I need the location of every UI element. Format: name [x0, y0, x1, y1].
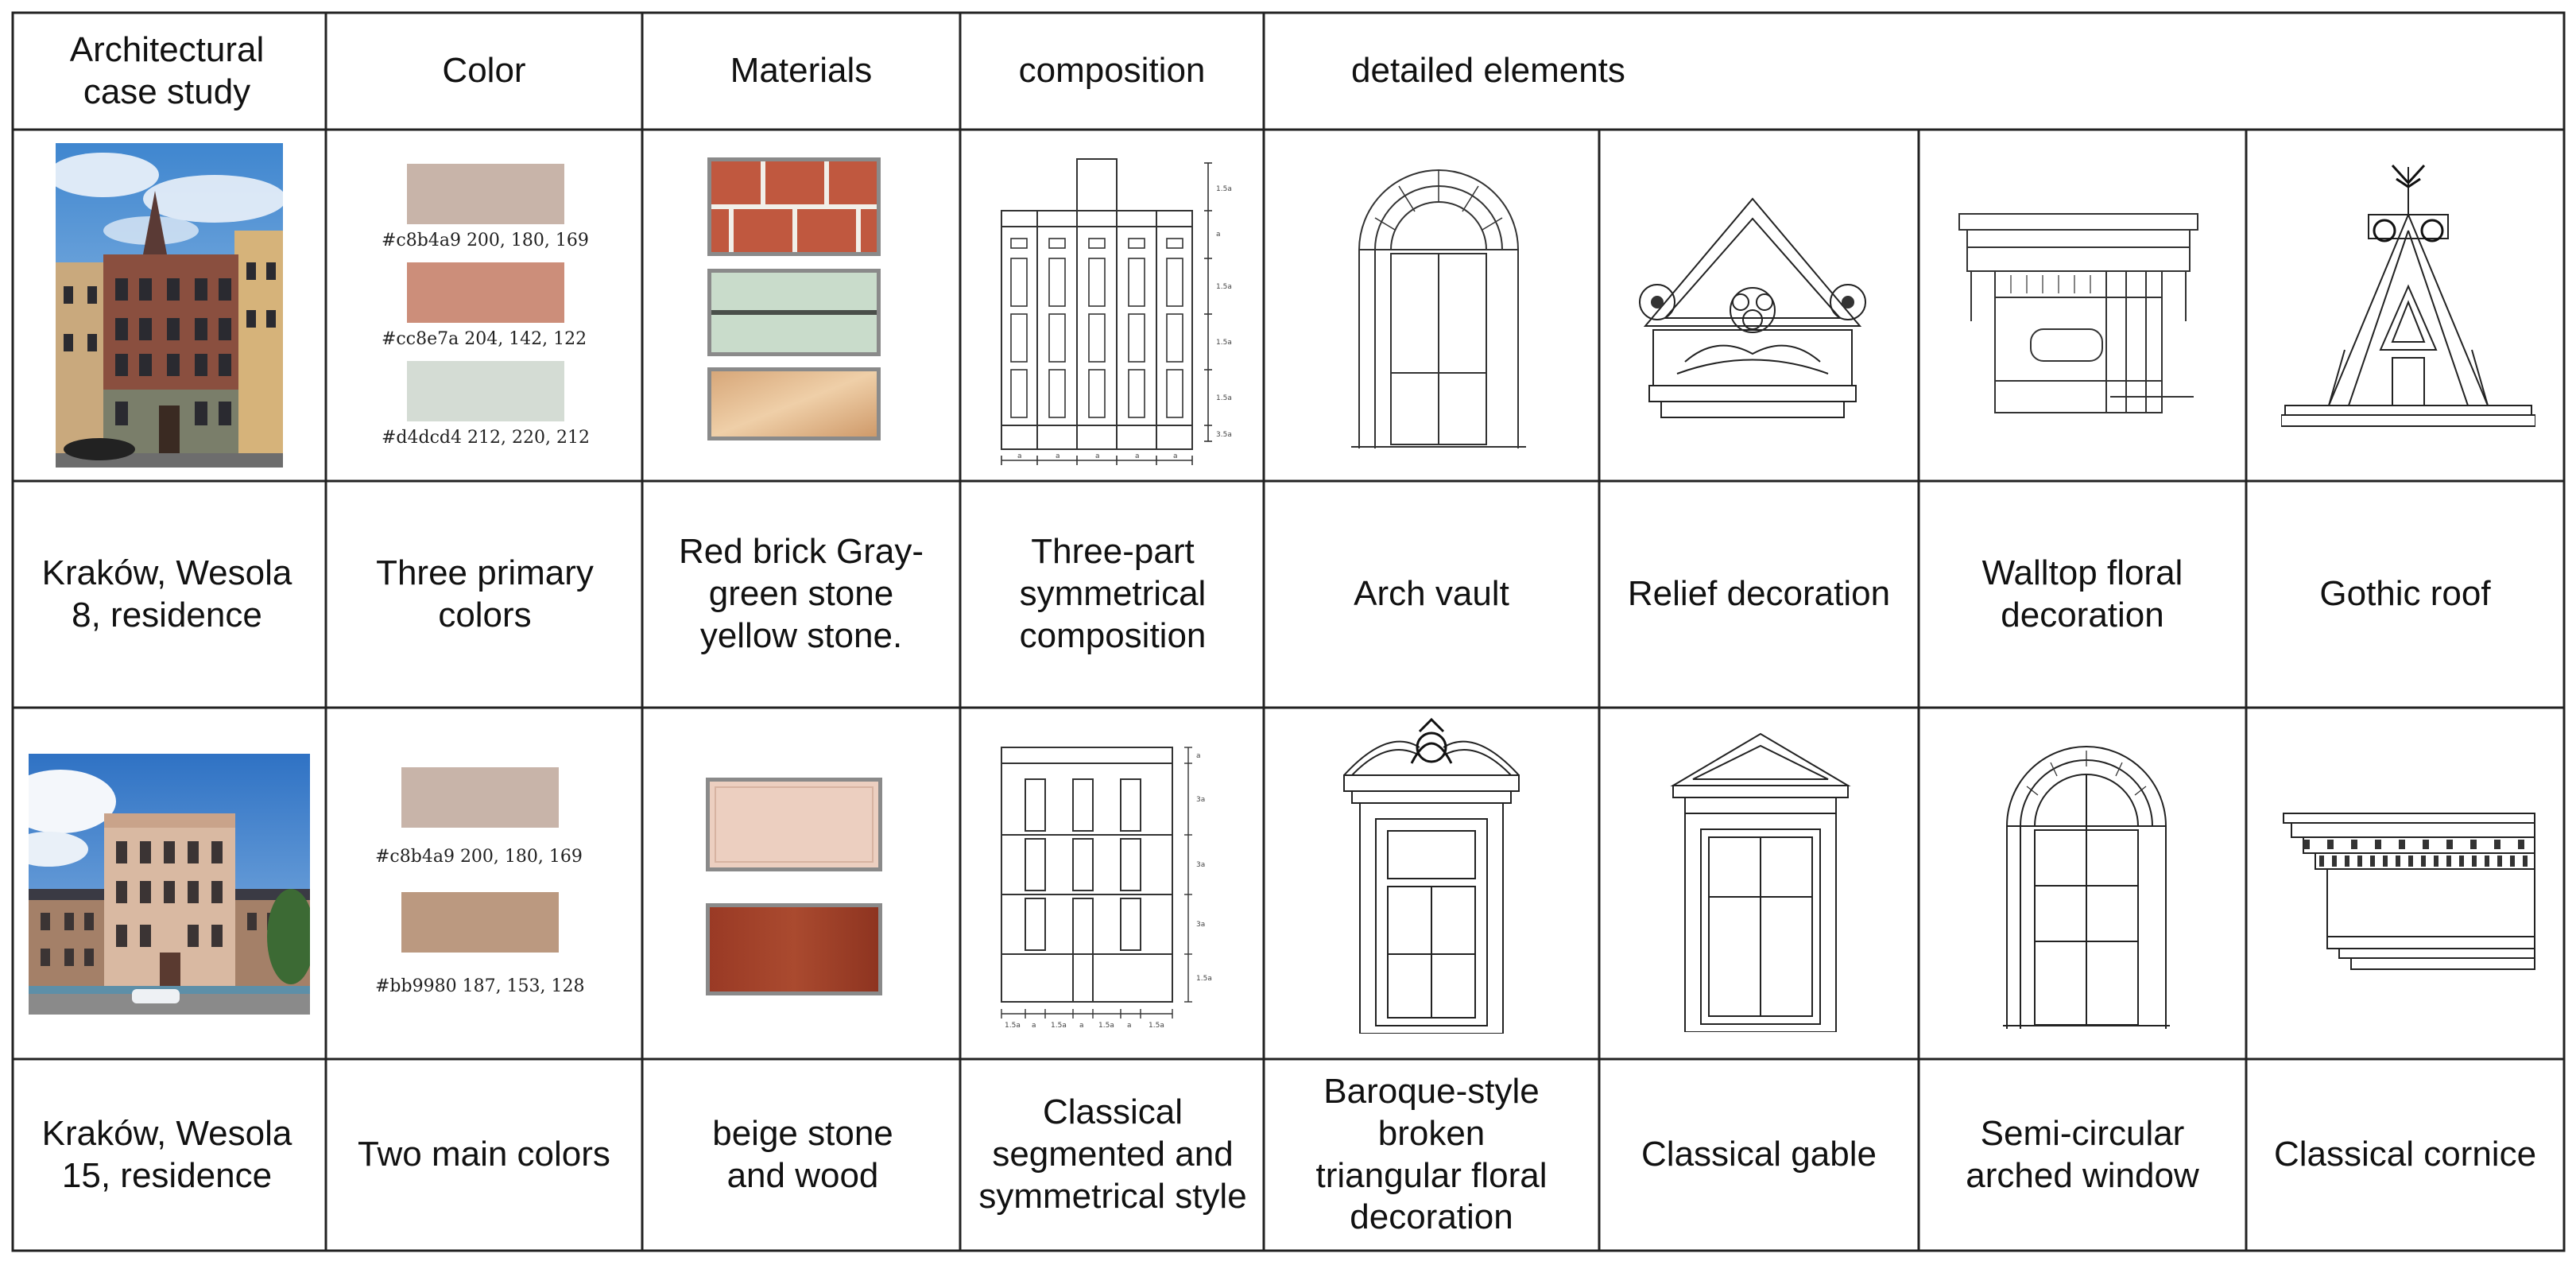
dim-label: 1.5a — [1051, 1022, 1067, 1030]
dim-label: 1.5a — [1196, 975, 1212, 983]
arch-vault-drawing — [1351, 146, 1526, 448]
dim-label: 3a — [1196, 921, 1205, 929]
composition-diagram-segmented: a 3a 3a 3a 1.5a 1.5a a 1.5a a 1.5a a 1.5… — [994, 739, 1240, 1034]
swatch-cc8e7a — [407, 262, 564, 323]
dim-label: 1.5a — [1149, 1022, 1164, 1030]
color-description: Three primary colors — [376, 553, 594, 634]
dim-label: 1.5a — [1216, 394, 1232, 402]
dim-label: 3a — [1196, 796, 1205, 804]
building-photo-wesola-8 — [56, 143, 283, 468]
dim-label: a — [1173, 452, 1178, 460]
detail-label-gothic-roof: Gothic roof — [2319, 574, 2491, 614]
case-label-wesola-15: Kraków, Wesola 15, residence — [41, 1113, 292, 1195]
detail-label-semi-circular-window: Semi-circular arched window — [1966, 1113, 2199, 1195]
swatch-label: #d4dcd4 212, 220, 212 — [382, 428, 590, 448]
semi-circular-arched-window-drawing — [2003, 743, 2170, 1029]
dim-label: 1.5a — [1098, 1022, 1114, 1030]
composition-description: Classical segmented and symmetrical styl… — [978, 1092, 1247, 1216]
header-case-study: Architectural case study — [69, 30, 265, 111]
dim-label: a — [1135, 452, 1140, 460]
header-composition: composition — [1018, 51, 1206, 91]
dim-label: a — [1196, 752, 1201, 760]
dim-label: a — [1017, 452, 1022, 460]
swatch-c8b4a9 — [407, 164, 564, 224]
wood-texture — [706, 903, 882, 995]
swatch-label: #cc8e7a 204, 142, 122 — [382, 329, 587, 349]
swatch-c8b4a9 — [401, 767, 559, 828]
header-materials: Materials — [730, 51, 873, 91]
swatch-label: #bb9980 187, 153, 128 — [375, 976, 585, 996]
red-brick-texture — [707, 157, 881, 256]
dim-label: 1.5a — [1216, 185, 1232, 193]
detail-label-classical-gable: Classical gable — [1641, 1135, 1877, 1174]
classical-cornice-drawing — [2280, 809, 2539, 973]
yellow-stone-texture — [707, 367, 881, 440]
dim-label: a — [1127, 1022, 1132, 1030]
composition-diagram-three-part: 1.5a a 1.5a 1.5a 1.5a 3.5a a a a a a — [994, 155, 1240, 473]
detail-label-arch-vault: Arch vault — [1354, 574, 1509, 614]
swatch-bb9980 — [401, 892, 559, 953]
swatch-d4dcd4 — [407, 361, 564, 421]
detail-label-classical-cornice: Classical cornice — [2273, 1135, 2537, 1174]
swatch-label: #c8b4a9 200, 180, 169 — [382, 231, 589, 250]
relief-decoration-drawing — [1629, 191, 1876, 429]
header-color: Color — [442, 51, 526, 91]
dim-label: 1.5a — [1216, 339, 1232, 347]
dim-label: a — [1095, 452, 1100, 460]
materials-description: beige stone and wood — [712, 1113, 893, 1195]
detail-label-baroque: Baroque-style broken triangular floral d… — [1315, 1071, 1548, 1237]
dim-label: a — [1216, 231, 1221, 239]
baroque-broken-pediment-window-drawing — [1340, 716, 1523, 1034]
dim-label: a — [1056, 452, 1060, 460]
dim-label: 1.5a — [1005, 1022, 1021, 1030]
classical-gable-window-drawing — [1669, 730, 1852, 1032]
dim-label: a — [1032, 1022, 1036, 1030]
composition-description: Three-part symmetrical composition — [1019, 532, 1207, 655]
swatch-label: #c8b4a9 200, 180, 169 — [375, 847, 583, 867]
dim-label: 1.5a — [1216, 283, 1232, 291]
gothic-roof-drawing — [2281, 159, 2535, 437]
dim-label: 3.5a — [1216, 431, 1232, 439]
dim-label: a — [1079, 1022, 1084, 1030]
header-detailed-elements: detailed elements — [1351, 51, 1625, 91]
color-description: Two main colors — [358, 1135, 610, 1174]
case-label-wesola-8: Kraków, Wesola 8, residence — [41, 553, 292, 634]
gray-green-stone-texture — [707, 269, 881, 356]
materials-description: Red brick Gray-green stone yellow stone. — [678, 532, 924, 655]
detail-label-relief-decoration: Relief decoration — [1627, 574, 1891, 614]
building-photo-wesola-15 — [29, 754, 310, 1015]
detail-label-walltop-floral: Walltop floral decoration — [1981, 553, 2183, 634]
walltop-floral-decoration-drawing — [1955, 210, 2202, 417]
dim-label: 3a — [1196, 861, 1205, 869]
beige-stone-texture — [706, 778, 882, 871]
